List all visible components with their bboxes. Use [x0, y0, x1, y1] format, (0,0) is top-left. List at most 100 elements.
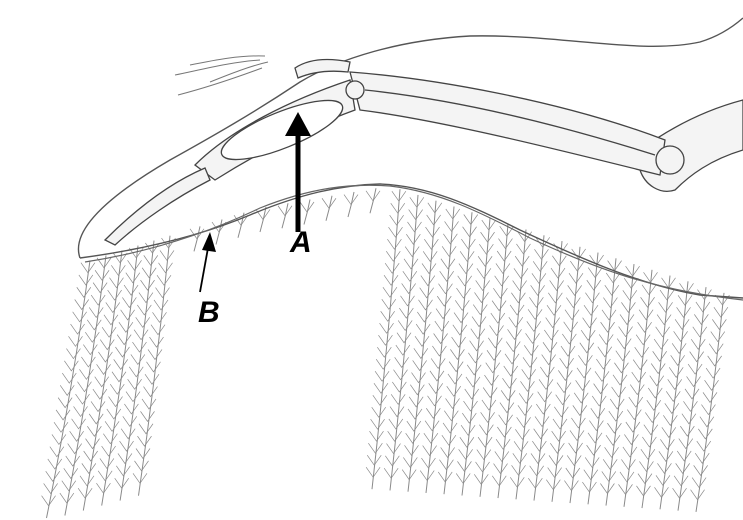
feather-barb — [633, 360, 647, 370]
feather-barb — [539, 379, 553, 389]
feather-barb — [129, 367, 143, 377]
feather-barb — [372, 407, 386, 417]
feather-barb — [705, 380, 719, 390]
feather-barb — [538, 392, 552, 402]
feather-barb — [425, 421, 439, 431]
feather-barb — [548, 468, 562, 478]
feather-barb — [374, 383, 388, 393]
feather-barb — [138, 436, 152, 446]
feather-barb — [641, 449, 655, 459]
feather-barb — [401, 296, 415, 306]
feather-barb — [472, 317, 486, 327]
feather-barb — [121, 310, 135, 320]
feather-barb — [596, 359, 610, 369]
feather-barb — [428, 396, 442, 406]
feather-barb — [91, 401, 105, 411]
feather-barb — [387, 444, 401, 454]
feather-barb — [514, 441, 528, 451]
feather-barb — [388, 431, 402, 441]
feather-barb — [141, 280, 155, 290]
feather-barb — [544, 330, 558, 340]
feather-barb — [642, 437, 656, 447]
feather-barb — [595, 371, 609, 381]
feather-barb — [435, 321, 449, 331]
feather-barb — [497, 427, 511, 437]
feather-barb — [394, 370, 408, 380]
feather-barb — [623, 447, 637, 457]
feather-barb — [636, 335, 650, 345]
feather-barb — [453, 325, 467, 335]
feather-barb — [439, 460, 453, 470]
feather-barb — [50, 447, 64, 457]
feather-barb — [551, 268, 565, 278]
feather-barb — [420, 288, 434, 298]
feather-barb — [534, 249, 548, 259]
feather-barb — [111, 265, 125, 275]
feather-barb — [653, 351, 667, 361]
feather-barb — [72, 419, 86, 429]
feather-barb — [443, 234, 457, 244]
feather-barb — [376, 359, 390, 369]
feather-barb — [141, 411, 155, 421]
feather-barb — [93, 389, 107, 399]
feather-barb — [663, 415, 677, 425]
feather-barb — [659, 302, 673, 312]
feather-barb — [627, 410, 641, 420]
feather-barb — [54, 422, 68, 432]
feather-barb — [442, 246, 456, 256]
feather-barb — [657, 463, 671, 473]
feather-barb — [691, 490, 705, 500]
feather-barb — [524, 345, 538, 355]
feather-barb — [513, 281, 527, 291]
metacarpal-space — [215, 89, 349, 171]
feather-barb — [103, 434, 117, 444]
feather-barb — [464, 401, 478, 411]
feather-barb — [632, 372, 646, 382]
feather-barb — [70, 431, 84, 441]
feather-barb — [630, 385, 644, 395]
feather-barb — [142, 268, 156, 278]
feather-barb — [83, 345, 97, 355]
feather-barb — [694, 314, 708, 324]
feather-barb — [504, 366, 518, 376]
feather-barb — [442, 435, 456, 445]
feather-barb — [494, 464, 508, 474]
feather-barb — [424, 433, 438, 443]
feather-barb — [87, 320, 101, 330]
feather-barb — [523, 357, 537, 367]
feather-barb — [647, 400, 661, 410]
feather-barb — [415, 336, 429, 346]
feather-barb — [594, 384, 608, 394]
digit-bone — [105, 168, 210, 245]
feather-barb — [124, 404, 138, 414]
feather-barb — [406, 234, 420, 244]
feather-barb — [648, 388, 662, 398]
feather-barb — [145, 374, 159, 384]
feather-shaft — [642, 276, 670, 509]
feather-barb — [616, 351, 630, 361]
feather-barb — [116, 466, 130, 476]
feather-barb — [128, 260, 142, 270]
feather-barb — [378, 335, 392, 345]
feather-barb — [390, 215, 404, 225]
feather-barb — [60, 493, 74, 503]
feather-barb — [491, 313, 505, 323]
feather-barb — [711, 332, 725, 342]
feather-barb — [535, 416, 549, 426]
feather-barb — [458, 276, 472, 286]
feather-barb — [606, 435, 620, 445]
feather-barb — [529, 297, 543, 307]
feather-barb — [581, 330, 595, 340]
feather-barb — [638, 474, 652, 484]
feather-barb — [408, 222, 422, 232]
feather-barb — [157, 275, 171, 285]
feather-barb — [605, 285, 619, 295]
feather-barb — [121, 429, 135, 439]
feather-barb — [513, 453, 527, 463]
feather-barb — [565, 310, 579, 320]
feather-barb — [619, 327, 633, 337]
feather-barb — [712, 319, 726, 329]
feather-barb — [496, 439, 510, 449]
feather-barb — [382, 299, 396, 309]
feather-barb — [662, 427, 676, 437]
